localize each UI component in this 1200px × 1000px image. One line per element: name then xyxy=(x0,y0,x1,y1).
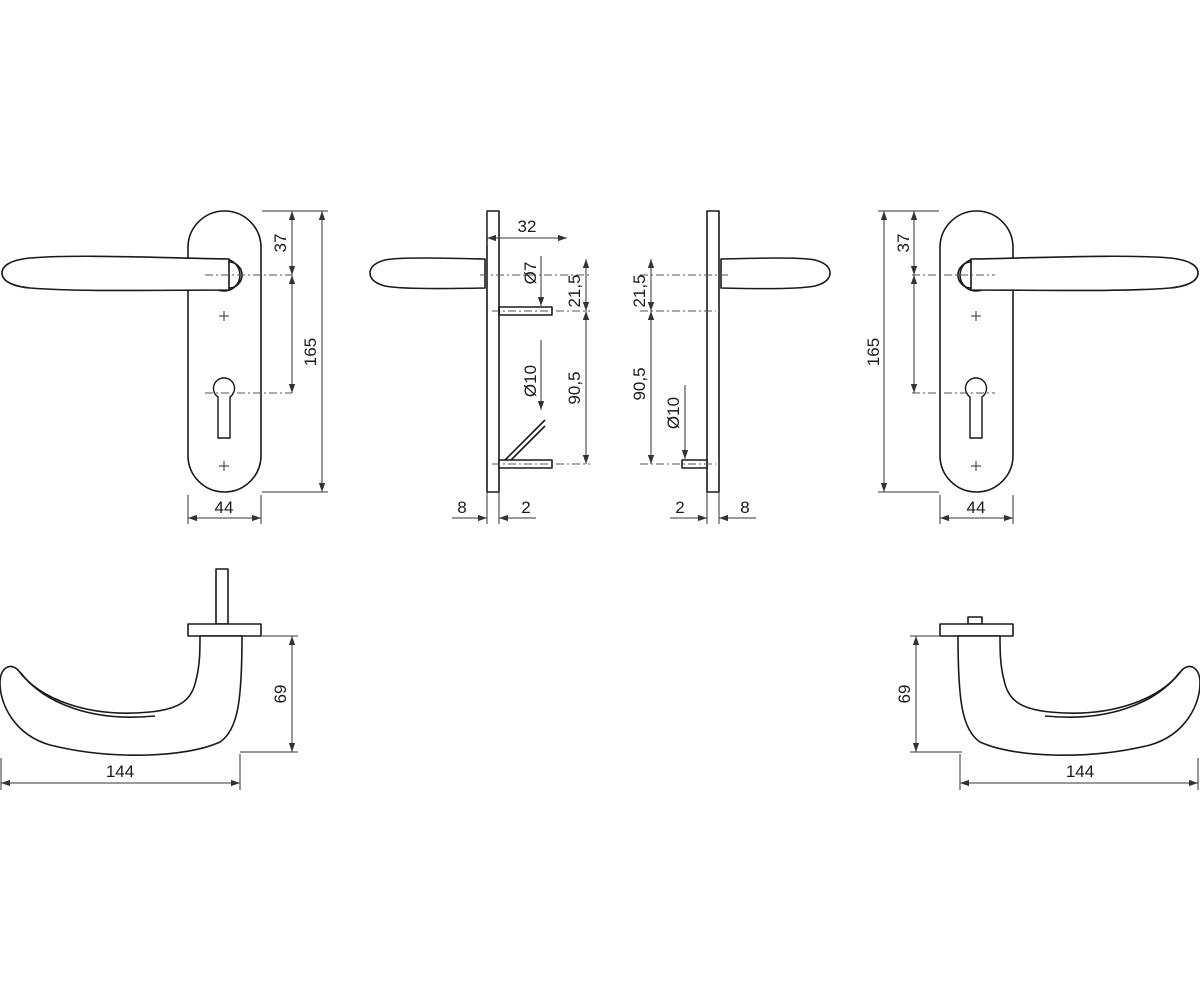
left-top-view: 69 144 xyxy=(0,568,298,790)
dim-label-plate-offset: 8 xyxy=(740,498,749,517)
spindle-stub xyxy=(967,616,983,625)
dim-label-plate-offset: 8 xyxy=(457,498,466,517)
dimension-spindle-dia: Ø7 xyxy=(521,256,545,306)
left-side-view: 32 Ø7 21,5 90,5 Ø10 8 2 xyxy=(369,210,590,524)
dimension-projection: 32 xyxy=(486,211,567,246)
dim-label-width: 44 xyxy=(215,498,234,517)
dim-label-cylinder-dia: Ø10 xyxy=(664,397,683,429)
dimension-cylinder-dia: Ø10 xyxy=(521,340,545,410)
side-plate xyxy=(486,210,500,493)
dimension-length: 144 xyxy=(959,754,1199,790)
rose-flange xyxy=(187,623,262,637)
rose-flange xyxy=(939,623,1014,637)
dimension-spindle-to-cylinder: 37 xyxy=(271,211,296,393)
cylinder-hole xyxy=(212,377,236,439)
dim-label-width: 44 xyxy=(967,498,986,517)
screw-mark-top xyxy=(971,311,981,321)
screw-mark-bottom xyxy=(219,461,229,471)
dimension-cylinder-dia: Ø10 xyxy=(664,385,689,459)
right-top-view: 69 144 xyxy=(895,616,1200,790)
screw-mark-bottom xyxy=(971,461,981,471)
lever-handle xyxy=(1,255,230,292)
dimension-plate-thickness: 2 xyxy=(498,492,536,524)
backplate xyxy=(187,210,262,493)
side-plate xyxy=(706,210,720,493)
dimension-height: 165 xyxy=(864,210,939,493)
dimension-spindle-to-cylinder: 37 xyxy=(894,211,918,393)
side-lever xyxy=(720,257,831,290)
dim-label-spindle-dist: 21,5 xyxy=(565,274,584,307)
dimension-spindle-dist: 21,5 xyxy=(630,259,655,311)
dimension-cylinder-dist: 90,5 xyxy=(630,311,655,464)
curved-lever xyxy=(0,635,243,756)
right-side-view: 21,5 90,5 Ø10 2 8 xyxy=(630,210,831,524)
lever-inner-curve xyxy=(1044,671,1181,718)
lever-inner-curve xyxy=(19,671,156,718)
dim-label-length: 144 xyxy=(106,762,134,781)
dim-label-spindle-dist: 21,5 xyxy=(630,274,649,307)
dim-label-spindle-to-cylinder: 37 xyxy=(894,234,913,253)
dim-label-cylinder-dia: Ø10 xyxy=(521,365,540,397)
dimension-length: 144 xyxy=(0,754,241,790)
dim-label-height: 165 xyxy=(864,338,883,366)
screw-mark-top xyxy=(219,311,229,321)
dimension-width: 44 xyxy=(187,495,262,524)
dim-label-height: 165 xyxy=(301,338,320,366)
left-front-view: 44 165 37 xyxy=(1,210,328,524)
dim-label-plate-thickness: 2 xyxy=(675,498,684,517)
dimension-spindle-dist: 21,5 xyxy=(565,259,590,311)
dim-label-spindle-to-cylinder: 37 xyxy=(271,234,290,253)
dim-label-plate-thickness: 2 xyxy=(521,498,530,517)
dim-label-length: 144 xyxy=(1066,762,1094,781)
dimension-plate-thickness: 2 xyxy=(670,492,708,524)
dim-label-cylinder-dist: 90,5 xyxy=(565,371,584,404)
lever-handle xyxy=(970,255,1199,292)
curved-lever xyxy=(957,635,1200,756)
dim-label-height: 69 xyxy=(895,685,914,704)
backplate xyxy=(939,210,1014,493)
dim-label-projection: 32 xyxy=(518,217,537,236)
dimension-width: 44 xyxy=(939,495,1014,524)
dimension-cylinder-dist: 90,5 xyxy=(565,311,590,464)
rose-front-arc xyxy=(957,261,972,289)
dimension-height: 69 xyxy=(895,635,962,753)
side-lever xyxy=(369,257,486,290)
dimension-height: 69 xyxy=(240,635,298,753)
square-spindle xyxy=(215,568,229,625)
dimension-plate-offset: 8 xyxy=(452,492,488,524)
dim-label-height: 69 xyxy=(271,685,290,704)
dim-label-spindle-dia: Ø7 xyxy=(521,262,540,285)
dim-label-cylinder-dist: 90,5 xyxy=(630,367,649,400)
right-front-view: 44 165 37 xyxy=(864,210,1199,524)
dimension-plate-offset: 8 xyxy=(718,492,756,524)
